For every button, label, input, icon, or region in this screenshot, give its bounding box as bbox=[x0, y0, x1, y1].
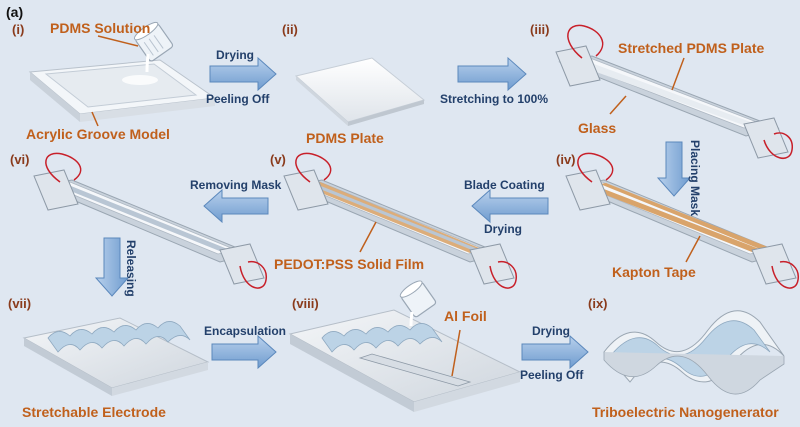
arrow-drying-peeling bbox=[209, 56, 277, 92]
label-pedot-pss-solid-film: PEDOT:PSS Solid Film bbox=[274, 256, 425, 272]
label-al-foil: Al Foil bbox=[444, 308, 487, 324]
arrow-text-peeling-off-2: Peeling Off bbox=[520, 368, 584, 382]
pointer-acrylic-model bbox=[91, 111, 99, 127]
step-label-iv: (iv) bbox=[556, 152, 576, 167]
kapton-strip-2 bbox=[600, 183, 768, 249]
step-label-ii: (ii) bbox=[282, 22, 298, 37]
step-label-viii: (viii) bbox=[292, 296, 319, 311]
arrow-text-stretching: Stretching to 100% bbox=[440, 92, 549, 106]
arrow-text-drying-1: Drying bbox=[216, 48, 255, 62]
step-label-iii: (iii) bbox=[530, 22, 550, 37]
label-pdms-plate: PDMS Plate bbox=[306, 130, 384, 146]
triboelectric-nanogenerator bbox=[603, 310, 785, 395]
label-stretched-pdms-plate: Stretched PDMS Plate bbox=[618, 40, 765, 56]
pointer-al-foil bbox=[451, 329, 461, 377]
label-kapton-tape: Kapton Tape bbox=[612, 264, 696, 280]
label-stretchable-electrode: Stretchable Electrode bbox=[22, 404, 166, 420]
arrow-placing-mask bbox=[656, 141, 692, 197]
step-label-vi: (vi) bbox=[10, 152, 30, 167]
coated-stage-v bbox=[283, 152, 517, 289]
step-label-v: (v) bbox=[270, 152, 286, 167]
acrylic-groove-model bbox=[28, 59, 217, 122]
pointer-glass bbox=[609, 95, 627, 115]
step-label-i: (i) bbox=[12, 22, 25, 37]
arrow-text-peeling-off-1: Peeling Off bbox=[206, 92, 270, 106]
label-acrylic-groove-model: Acrylic Groove Model bbox=[26, 126, 170, 142]
arrow-drying-peeling-2 bbox=[521, 334, 589, 370]
arrow-text-blade-coating: Blade Coating bbox=[464, 178, 545, 192]
arrow-blade-coating bbox=[471, 188, 549, 224]
pdms-pouring-beaker-2 bbox=[399, 280, 437, 327]
arrow-text-releasing: Releasing bbox=[124, 240, 138, 297]
pointer-pedot-pss bbox=[359, 221, 377, 253]
stretchable-electrode bbox=[22, 317, 210, 396]
kapton-strip-1 bbox=[588, 186, 762, 252]
arrow-text-drying-3: Drying bbox=[532, 324, 571, 338]
arrow-encapsulation bbox=[211, 334, 277, 370]
encapsulated-device bbox=[288, 309, 522, 412]
al-foil-strip bbox=[358, 353, 472, 387]
step-label-ix: (ix) bbox=[588, 296, 608, 311]
arrow-removing-mask bbox=[203, 188, 269, 224]
arrow-text-placing-mask: Placing Mask bbox=[688, 140, 702, 217]
pointer-stretched-pdms bbox=[671, 57, 685, 91]
masked-stage-iv bbox=[565, 152, 799, 289]
arrow-text-encapsulation: Encapsulation bbox=[204, 324, 287, 338]
unmasked-stage-vi bbox=[33, 152, 267, 289]
label-pdms-solution: PDMS Solution bbox=[50, 20, 151, 36]
arrow-stretching bbox=[457, 56, 527, 92]
pointer-pdms-solution bbox=[97, 35, 139, 47]
panel-label: (a) bbox=[6, 4, 24, 20]
pdms-pouring-beaker bbox=[133, 21, 174, 73]
step-label-vii: (vii) bbox=[8, 296, 32, 311]
pointer-kapton bbox=[685, 235, 701, 263]
label-glass: Glass bbox=[578, 120, 617, 136]
stretching-stage-iii bbox=[555, 24, 793, 160]
arrow-releasing bbox=[94, 237, 130, 297]
arrow-text-removing-mask: Removing Mask bbox=[190, 178, 282, 192]
arrow-text-drying-2: Drying bbox=[484, 222, 523, 236]
label-triboelectric-nanogenerator: Triboelectric Nanogenerator bbox=[592, 404, 779, 420]
pdms-plate bbox=[294, 57, 426, 126]
